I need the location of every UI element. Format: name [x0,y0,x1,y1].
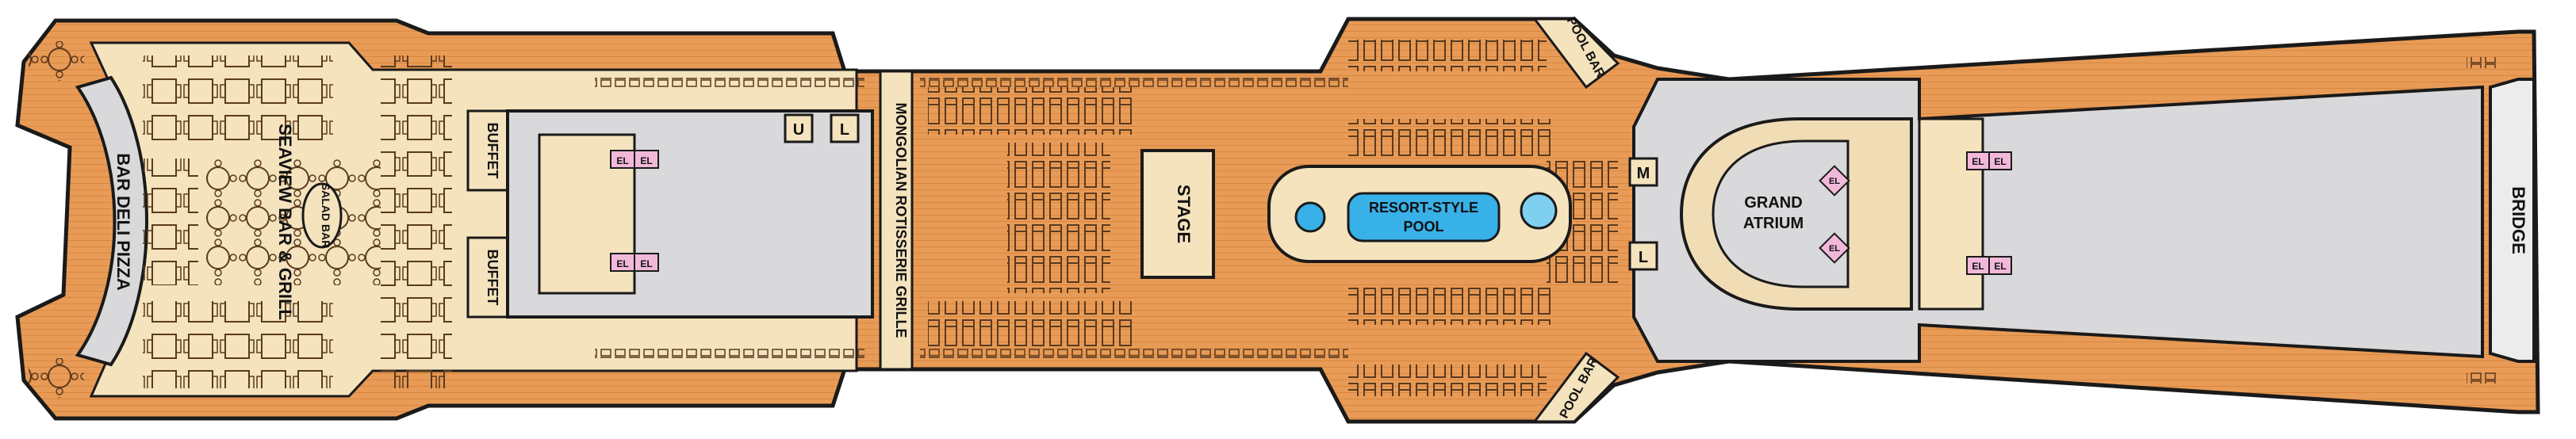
whirlpool-aft [1294,201,1326,233]
forward-elevators: EL EL EL EL [1966,151,2012,275]
atrium-elevator-1-label: EL [1829,177,1840,186]
elevator-1-label: EL [616,155,628,166]
mongolian-grille-label: MONGOLIAN ROTISSERIE GRILLE [893,102,909,338]
elevator-7-label: EL [1972,261,1984,272]
restroom-u [784,113,814,143]
seaview-seating-2 [143,301,333,388]
salad-bar-label: SALAD BAR [320,183,332,248]
midship-chairs-2 [928,301,1134,349]
pool-bar-bottom-shape [1531,351,1620,423]
atrium-glass-elevator-2 [1819,232,1850,264]
aft-corner-detail-bottom [29,358,84,398]
resort-style-pool-label-line1: RESORT-STYLE [1369,200,1478,216]
pool-bar-top-shape [1531,17,1620,90]
restroom-l-fwd [1628,241,1658,271]
elevator-8-label: EL [1994,261,2006,272]
forward-stairwell [1918,117,1984,311]
seaview-seating-5 [143,158,198,285]
elevator-2 [634,150,659,169]
resort-style-pool-label-line2: POOL [1403,219,1443,235]
seaview-seating-1 [143,55,333,143]
stage [1140,149,1215,279]
forward-vent-bottom [2467,372,2498,384]
resort-style-pool [1347,192,1501,242]
elevator-6 [1988,151,2012,170]
grand-atrium-label-line1: GRAND [1744,194,1802,212]
atrium-elevator-2-label: EL [1829,244,1840,254]
grand-atrium-label-line2: ATRIUM [1743,215,1804,232]
salad-bar [301,182,343,249]
restroom-m-label: M [1637,165,1650,182]
rail-band-bottom-mid [920,349,1348,358]
bridge [2489,78,2536,363]
aft-corner-detail-top [29,41,84,81]
buffet-line-bottom [466,236,509,319]
bar-deli-pizza-counter [75,75,148,367]
seaview-seating-3 [206,158,381,285]
midship-chairs-6 [1348,365,1547,396]
elevator-4 [634,253,659,272]
midship-chairs-5 [1348,285,1554,325]
elevator-5-label: EL [1972,156,1984,167]
seaview-seating-4 [381,55,452,388]
rail-band-top-mid [920,78,1348,87]
buffet-bottom-label: BUFFET [485,250,500,306]
grand-atrium-opening [1712,139,1850,288]
elevator-4-label: EL [640,258,652,269]
rail-band-bottom-aft [595,349,864,358]
aft-elevators: EL EL EL EL [610,150,659,272]
midship-chairs-1 [928,87,1134,135]
forward-vent-top [2467,57,2498,68]
seaview-bar-grill-label: SEAVIEW BAR & GRILL [275,124,295,320]
restroom-l-aft [830,113,860,143]
restroom-l-fwd-label: L [1639,249,1648,266]
elevator-3-label: EL [616,258,628,269]
midship-chairs-7 [1348,40,1547,71]
stage-label: STAGE [1174,185,1194,243]
restroom-l-aft-label: L [840,121,849,139]
restroom-m [1628,157,1658,187]
bridge-label: BRIDGE [2509,186,2528,254]
midship-chairs-3 [1007,143,1110,293]
atrium-glass-elevator-1 [1819,165,1850,197]
midship-chairs-4 [1348,119,1554,158]
elevator-8 [1988,256,2012,275]
elevator-6-label: EL [1994,156,2006,167]
buffet-top-label: BUFFET [485,123,500,179]
rail-band-top-aft [595,78,864,87]
elevator-2-label: EL [640,155,652,166]
whirlpool-fwd [1520,192,1558,230]
restroom-u-label: U [793,121,804,139]
mongolian-grille-counter [879,70,914,371]
bar-deli-pizza-label: BAR DELI PIZZA [113,153,133,291]
